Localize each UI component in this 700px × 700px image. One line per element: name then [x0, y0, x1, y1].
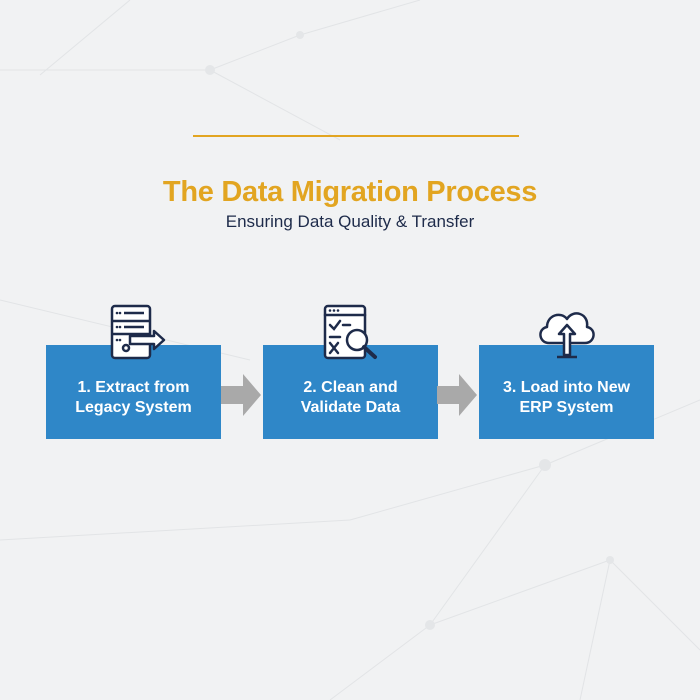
step-2-label-line1: 2. Clean and	[303, 379, 398, 396]
arrow-right-icon	[221, 374, 261, 416]
step-1-label-line2: Legacy System	[75, 399, 192, 416]
page-subtitle: Ensuring Data Quality & Transfer	[225, 212, 475, 231]
arrow-right-icon	[437, 374, 477, 416]
step-3-label-line2: ERP System	[519, 399, 614, 416]
title-divider	[193, 135, 519, 137]
server-export-icon	[110, 304, 166, 360]
cloud-upload-icon	[539, 312, 595, 359]
step-1-label-line1: 1. Extract from	[77, 379, 190, 396]
page-title: The Data Migration Process	[162, 176, 538, 208]
checklist-magnifier-icon	[323, 304, 377, 360]
step-3-label-line1: 3. Load into New	[502, 379, 631, 396]
step-2-label-line2: Validate Data	[300, 399, 401, 416]
